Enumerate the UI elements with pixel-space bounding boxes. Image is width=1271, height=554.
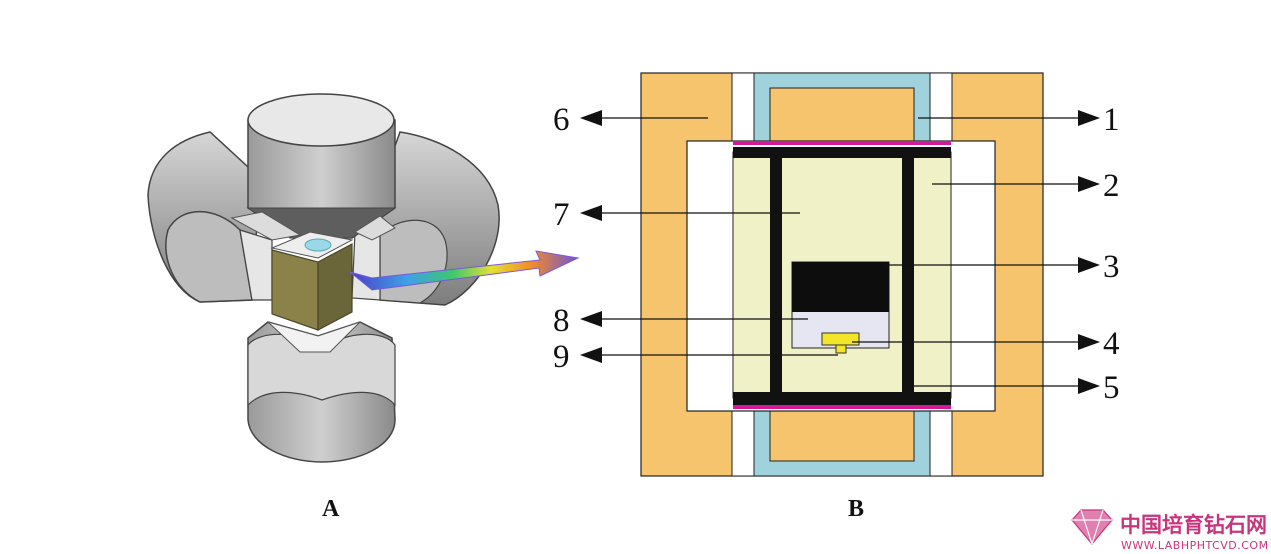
top-end-plate (733, 147, 951, 158)
watermark: 中国培育钻石网 WWW.LABHPHTCVD.COM (1071, 509, 1269, 552)
label-1: 1 (1103, 102, 1120, 138)
left-anvil (147, 131, 273, 303)
label-7: 7 (553, 197, 570, 233)
panel-label-b: B (848, 496, 864, 522)
cell-cross-section (640, 72, 1044, 477)
right-anvil (351, 131, 500, 306)
label-2: 2 (1103, 168, 1120, 204)
bottom-end-plate (733, 392, 951, 405)
label-9: 9 (553, 339, 570, 375)
label-6: 6 (553, 102, 570, 138)
carbon-source (792, 262, 889, 312)
anvil-assembly (147, 93, 500, 463)
label-3: 3 (1103, 249, 1120, 285)
label-4: 4 (1103, 326, 1120, 362)
rainbow-arrow (349, 250, 580, 291)
left-rod (770, 158, 782, 392)
bottom-anvil (247, 321, 396, 463)
right-rod (902, 158, 914, 392)
seed-crystal (821, 332, 860, 346)
label-8: 8 (553, 303, 570, 339)
watermark-en: WWW.LABHPHTCVD.COM (1121, 539, 1269, 552)
label-5: 5 (1103, 370, 1120, 406)
diamond-logo-icon (1071, 509, 1113, 545)
watermark-cn: 中国培育钻石网 (1120, 513, 1267, 537)
panel-label-a: A (322, 496, 340, 522)
pressure-cube (271, 243, 353, 331)
leader-lines (580, 110, 1100, 394)
